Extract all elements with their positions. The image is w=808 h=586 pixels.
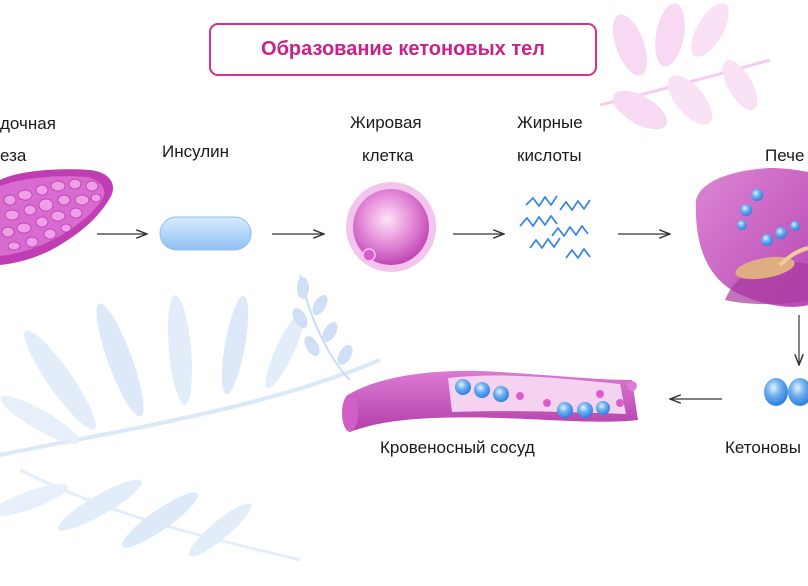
fat-cell-illustration bbox=[346, 182, 436, 272]
label-ketone-bodies: Кетоновы bbox=[725, 438, 801, 457]
label-fatty-acids-line2: кислоты bbox=[517, 146, 582, 165]
blue-leaves-decoration bbox=[0, 274, 381, 562]
label-fat-cell-line1: Жировая bbox=[350, 113, 422, 132]
label-fat-cell-line2: клетка bbox=[362, 146, 414, 165]
pancreas-illustration bbox=[0, 169, 114, 265]
label-blood-vessel: Кровеносный сосуд bbox=[380, 438, 535, 457]
label-pancreas-line2: еза bbox=[0, 146, 27, 165]
label-liver: Пече bbox=[765, 146, 805, 165]
title-box: Образование кетоновых тел bbox=[209, 23, 597, 76]
page-title: Образование кетоновых тел bbox=[261, 38, 545, 60]
ketone-bodies-illustration bbox=[764, 378, 808, 406]
label-pancreas-line1: дочная bbox=[0, 114, 56, 133]
insulin-capsule bbox=[159, 216, 252, 251]
pink-leaves-decoration bbox=[599, 3, 771, 130]
label-insulin: Инсулин bbox=[162, 142, 230, 161]
label-fatty-acids-line1: Жирные bbox=[517, 113, 583, 132]
fatty-acids-illustration bbox=[519, 195, 591, 259]
liver-illustration bbox=[695, 168, 808, 307]
flow-arrows bbox=[97, 234, 799, 399]
blood-vessel-illustration bbox=[342, 370, 638, 432]
